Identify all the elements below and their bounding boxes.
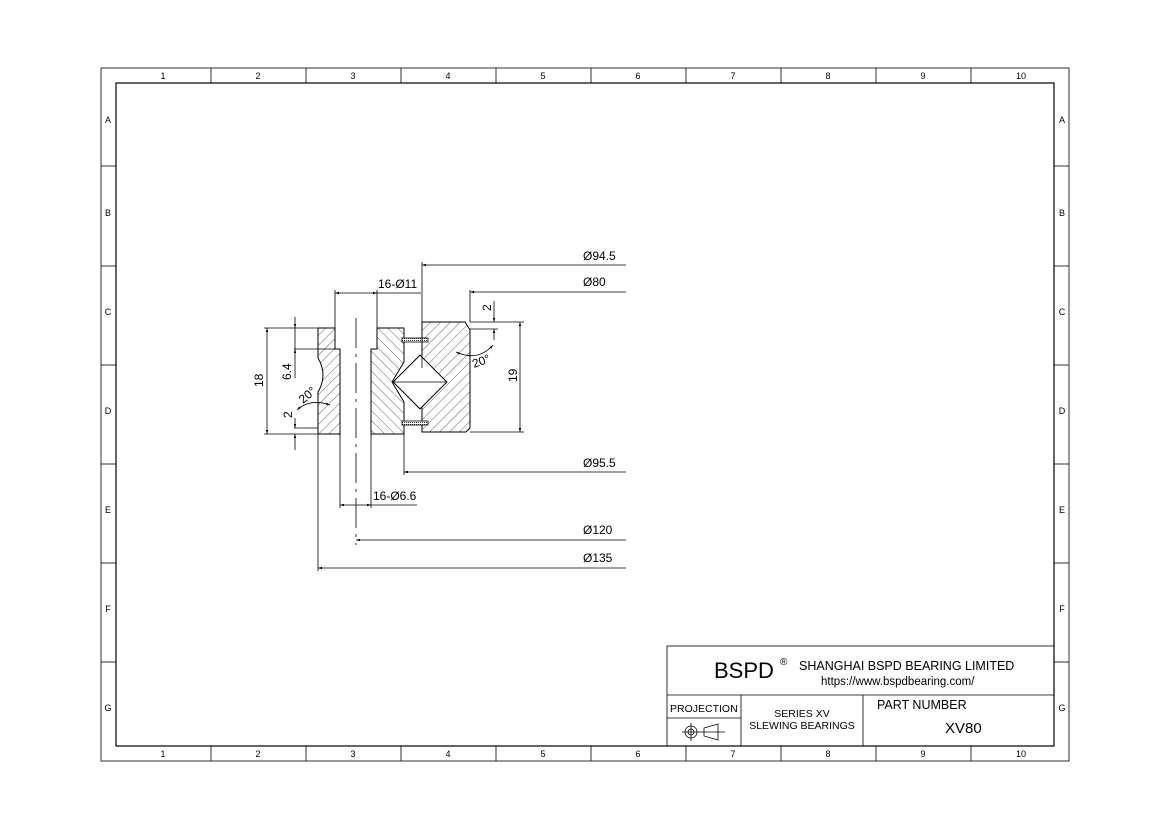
column-label: 2 [255, 749, 260, 759]
row-label: E [1059, 505, 1065, 515]
column-label: 9 [920, 749, 925, 759]
column-label: 6 [635, 749, 640, 759]
dim-height-18: 18 [252, 373, 266, 387]
dim-counterbore-depth: 6.4 [280, 363, 294, 380]
column-label: 3 [350, 71, 355, 81]
row-label: D [1059, 406, 1066, 416]
registered-mark: ® [780, 657, 788, 668]
dim-d94-5: Ø94.5 [583, 249, 616, 263]
dim-through-holes: 16-Ø6.6 [373, 489, 417, 503]
drawing-frame: 1 2 3 4 5 6 7 8 9 10 1 2 3 4 5 6 7 8 9 1… [100, 67, 1070, 762]
series-label: SERIES XV [774, 708, 829, 720]
column-label: 4 [445, 71, 450, 81]
row-label: E [105, 505, 111, 515]
column-label: 1 [160, 749, 165, 759]
seal-top [401, 337, 429, 343]
part-number-label: PART NUMBER [877, 698, 967, 712]
outer-ring-right [370, 327, 405, 435]
column-label: 9 [920, 71, 925, 81]
outer-ring-left [317, 327, 341, 435]
column-label: 5 [540, 71, 545, 81]
column-label: 7 [730, 71, 735, 81]
bearing-cross-section [317, 318, 471, 545]
row-label: A [1059, 115, 1065, 125]
part-number: XV80 [945, 720, 982, 737]
projection-label: PROJECTION [670, 703, 738, 715]
row-label: G [1058, 703, 1065, 713]
dim-d95-5: Ø95.5 [583, 456, 616, 470]
column-label: 10 [1016, 749, 1026, 759]
row-label: G [104, 703, 111, 713]
row-label: C [1059, 307, 1066, 317]
dim-angle-left: 20° [296, 384, 319, 407]
dim-height-19: 19 [506, 368, 520, 382]
row-label: B [105, 208, 111, 218]
row-label: B [1059, 208, 1065, 218]
column-label: 3 [350, 749, 355, 759]
column-label: 8 [825, 749, 830, 759]
title-block: BSPD ® SHANGHAI BSPD BEARING LIMITED htt… [666, 645, 1055, 747]
column-label: 2 [255, 71, 260, 81]
dim-d80: Ø80 [583, 275, 606, 289]
column-label: 7 [730, 749, 735, 759]
dim-chamfer-left: 2 [281, 411, 295, 418]
projection-symbol-icon [682, 723, 725, 741]
dim-angle-right: 20° [470, 351, 492, 370]
company-name: SHANGHAI BSPD BEARING LIMITED [799, 659, 1014, 673]
column-label: 8 [825, 71, 830, 81]
company-url[interactable]: https://www.bspdbearing.com/ [821, 676, 975, 688]
seal-bottom [401, 420, 429, 426]
dim-counterbore-holes: 16-Ø11 [378, 277, 417, 291]
dim-chamfer-right: 2 [480, 304, 494, 311]
column-label: 6 [635, 71, 640, 81]
dim-d120: Ø120 [583, 523, 613, 537]
row-label: C [105, 307, 112, 317]
dimensions [264, 262, 626, 571]
column-label: 10 [1016, 71, 1026, 81]
column-label: 1 [160, 71, 165, 81]
row-label: F [1059, 604, 1065, 614]
column-label: 5 [540, 749, 545, 759]
dimension-labels: Ø94.5 Ø80 16-Ø11 Ø95.5 16-Ø6.6 Ø120 Ø135… [252, 249, 616, 565]
row-label: A [105, 115, 111, 125]
column-label: 4 [445, 749, 450, 759]
series-description: SLEWING BEARINGS [749, 720, 855, 732]
dim-d135: Ø135 [583, 551, 613, 565]
row-label: D [105, 406, 112, 416]
row-label: F [105, 604, 111, 614]
brand-logo: BSPD [714, 658, 774, 683]
